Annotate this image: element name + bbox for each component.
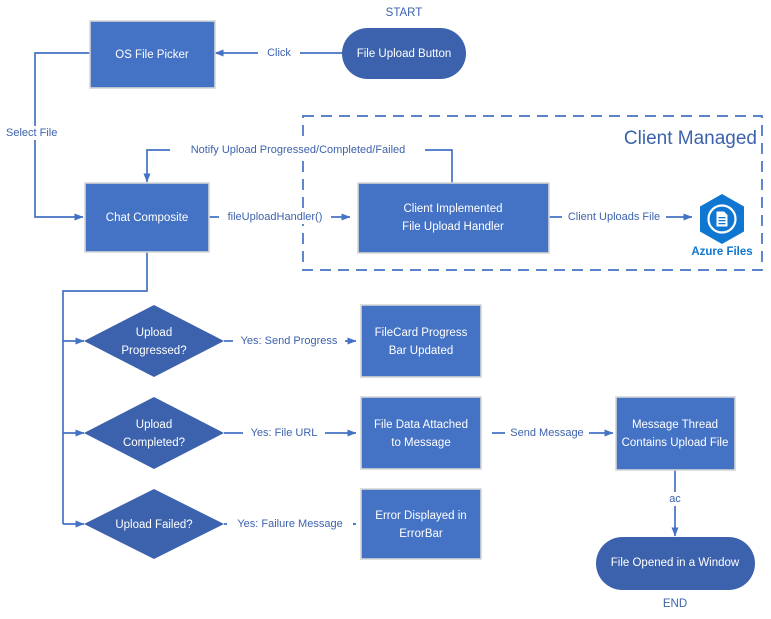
- edge-label-client-uploads-file: Client Uploads File: [568, 211, 660, 223]
- chat-composite-shape[interactable]: [84, 182, 210, 253]
- message-thread-label-line2: Contains Upload File: [622, 437, 729, 449]
- edge-label-ac: ac: [669, 493, 681, 505]
- upload-failed-label-line1: Upload Failed?: [115, 519, 192, 531]
- upload-progressed-shape[interactable]: [84, 305, 224, 377]
- file-data-attached-label-line1: File Data Attached: [374, 419, 468, 431]
- os-file-picker-label: OS File Picker: [115, 49, 189, 61]
- upload-progressed-label-line2: Progressed?: [121, 345, 186, 357]
- azure-files-label: Azure Files: [691, 246, 752, 258]
- message-thread-shape[interactable]: [615, 396, 736, 471]
- upload-completed-label-line2: Completed?: [123, 437, 185, 449]
- file-data-attached-shape[interactable]: [360, 396, 482, 470]
- upload-completed-label-line1: Upload: [136, 419, 172, 431]
- node-file-opened[interactable]: File Opened in a Window: [596, 537, 755, 590]
- node-filecard-progress[interactable]: FileCard Progress Bar Updated: [360, 304, 482, 378]
- error-displayed-label-line1: Error Displayed in: [375, 510, 466, 522]
- file-opened-shape[interactable]: [596, 537, 755, 590]
- file-upload-button-shape[interactable]: [342, 28, 466, 79]
- edge-labels: Click Select File Notify Upload Progress…: [4, 46, 686, 531]
- node-file-data-attached[interactable]: File Data Attached to Message: [360, 396, 482, 470]
- node-os-file-picker[interactable]: OS File Picker: [89, 20, 216, 89]
- node-client-upload-handler[interactable]: Client Implemented File Upload Handler: [357, 182, 550, 254]
- filecard-progress-label-line2: Bar Updated: [389, 345, 454, 357]
- node-error-displayed[interactable]: Error Displayed in ErrorBar: [360, 488, 482, 560]
- edge-label-click: Click: [267, 47, 291, 59]
- chat-composite-label: Chat Composite: [106, 212, 188, 224]
- os-file-picker-shape[interactable]: [89, 20, 216, 89]
- upload-progressed-label-line1: Upload: [136, 327, 172, 339]
- message-thread-label-line1: Message Thread: [632, 419, 718, 431]
- error-displayed-shape[interactable]: [360, 488, 482, 560]
- client-managed-group-label: Client Managed: [624, 128, 757, 149]
- upload-completed-shape[interactable]: [84, 397, 224, 469]
- filecard-progress-shape[interactable]: [360, 304, 482, 378]
- file-opened-label: File Opened in a Window: [611, 557, 740, 569]
- edge-label-select-file: Select File: [6, 127, 57, 139]
- edge-label-send-message: Send Message: [510, 427, 583, 439]
- edge-label-yes-send-progress: Yes: Send Progress: [241, 335, 338, 347]
- node-upload-failed[interactable]: Upload Failed?: [84, 489, 224, 559]
- node-azure-files[interactable]: Azure Files: [691, 194, 753, 258]
- edge-label-yes-file-url: Yes: File URL: [251, 427, 318, 439]
- edge-branch-trunk: [62, 252, 148, 524]
- file-data-attached-label-line2: to Message: [391, 437, 450, 449]
- file-upload-button-label: File Upload Button: [357, 48, 452, 60]
- client-upload-handler-label-line1: Client Implemented: [403, 203, 502, 215]
- error-displayed-label-line2: ErrorBar: [399, 528, 443, 540]
- edge-label-yes-failure-message: Yes: Failure Message: [237, 518, 342, 530]
- node-upload-progressed[interactable]: Upload Progressed?: [84, 305, 224, 377]
- start-caption: START: [386, 7, 423, 19]
- client-upload-handler-label-line2: File Upload Handler: [402, 221, 504, 233]
- azure-files-document-glyph: [707, 204, 737, 234]
- end-caption: END: [663, 598, 687, 610]
- edge-label-file-upload-handler: fileUploadHandler(): [228, 211, 323, 223]
- edge-label-notify: Notify Upload Progressed/Completed/Faile…: [191, 144, 406, 156]
- filecard-progress-label-line1: FileCard Progress: [375, 327, 468, 339]
- node-chat-composite[interactable]: Chat Composite: [84, 182, 210, 253]
- node-upload-completed[interactable]: Upload Completed?: [84, 397, 224, 469]
- node-message-thread[interactable]: Message Thread Contains Upload File: [615, 396, 736, 471]
- upload-failed-shape[interactable]: [84, 489, 224, 559]
- node-file-upload-button[interactable]: File Upload Button: [342, 28, 466, 79]
- client-upload-handler-shape[interactable]: [357, 182, 550, 254]
